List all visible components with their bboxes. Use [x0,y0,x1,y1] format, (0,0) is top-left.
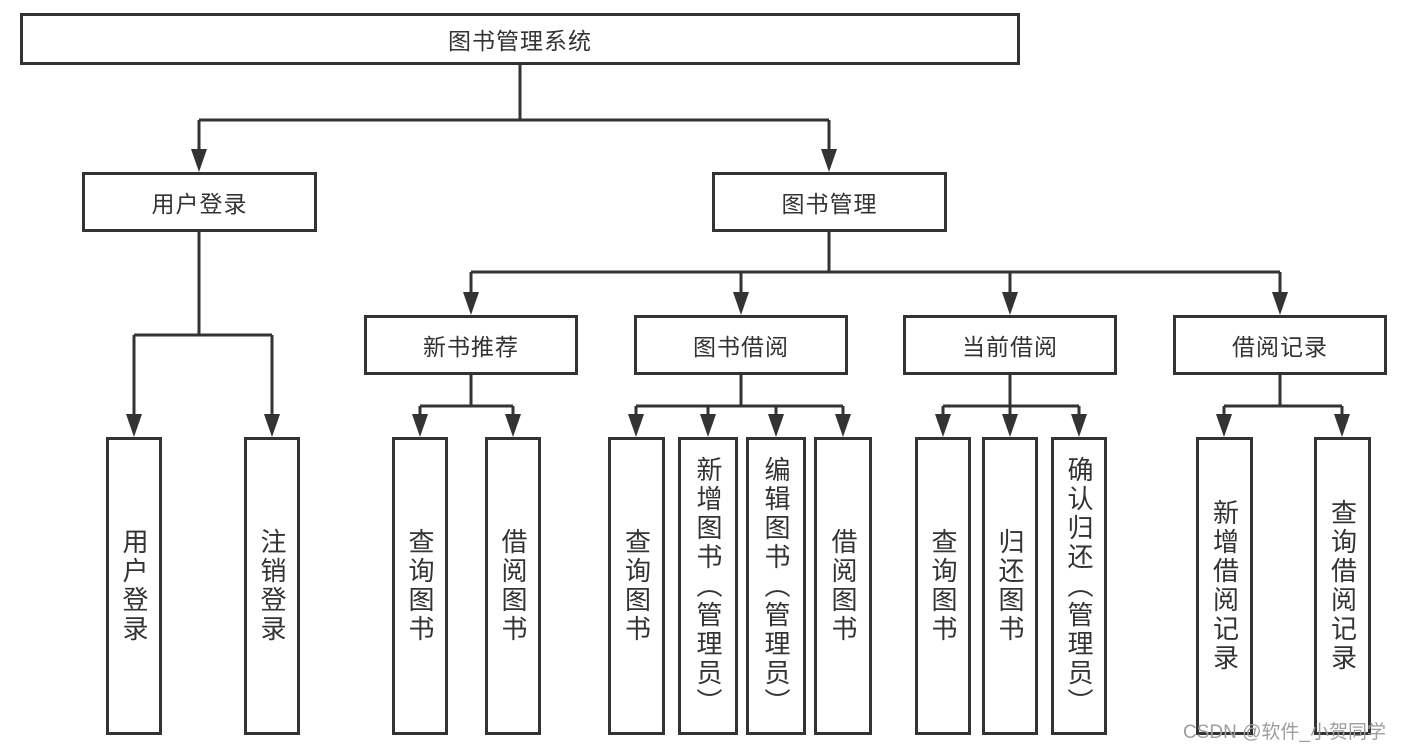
leaf-label: 借阅图书 [498,528,528,644]
leaf-logout: 注销登录 [244,437,300,735]
leaf-user-login: 用户登录 [106,437,162,735]
node-book-borrowing: 图书借阅 [634,315,848,375]
leaf-add-borrow-record: 新增借阅记录 [1196,437,1253,735]
csdn-watermark: CSDN @软件_小贺同学 [1183,722,1386,743]
leaf-return-books: 归还图书 [982,437,1038,735]
leaf-label: 新增借阅记录 [1209,499,1240,673]
node-borrowing-records: 借阅记录 [1173,315,1387,375]
leaf-label: 确认归还（管理员） [1064,455,1094,717]
leaf-query-books-recommend: 查询图书 [392,437,448,735]
leaf-label: 查询图书 [405,528,435,644]
leaf-label: 用户登录 [119,528,149,644]
node-book-management: 图书管理 [712,172,947,232]
node-new-book-recommendation: 新书推荐 [364,315,578,375]
leaf-add-books-admin: 新增图书（管理员） [678,437,738,735]
leaf-label: 查询图书 [621,528,652,644]
leaf-label: 查询图书 [928,528,958,644]
leaf-query-borrow-record: 查询借阅记录 [1314,437,1371,735]
leaf-label: 归还图书 [995,528,1025,644]
node-current-borrowing: 当前借阅 [903,315,1117,375]
leaf-edit-books-admin: 编辑图书（管理员） [746,437,806,735]
leaf-label: 注销登录 [257,528,287,644]
leaf-label: 借阅图书 [828,528,858,644]
leaf-confirm-return-admin: 确认归还（管理员） [1051,437,1107,735]
leaf-borrow-books-recommend: 借阅图书 [485,437,541,735]
node-library-management-system: 图书管理系统 [20,13,1020,65]
leaf-query-books-borrowing: 查询图书 [608,437,665,735]
node-user-login: 用户登录 [82,172,317,232]
leaf-query-books-current: 查询图书 [915,437,971,735]
leaf-label: 编辑图书（管理员） [761,455,791,717]
leaf-label: 查询借阅记录 [1327,499,1358,673]
leaf-label: 新增图书（管理员） [693,455,723,717]
leaf-borrow-books-borrowing: 借阅图书 [814,437,872,735]
